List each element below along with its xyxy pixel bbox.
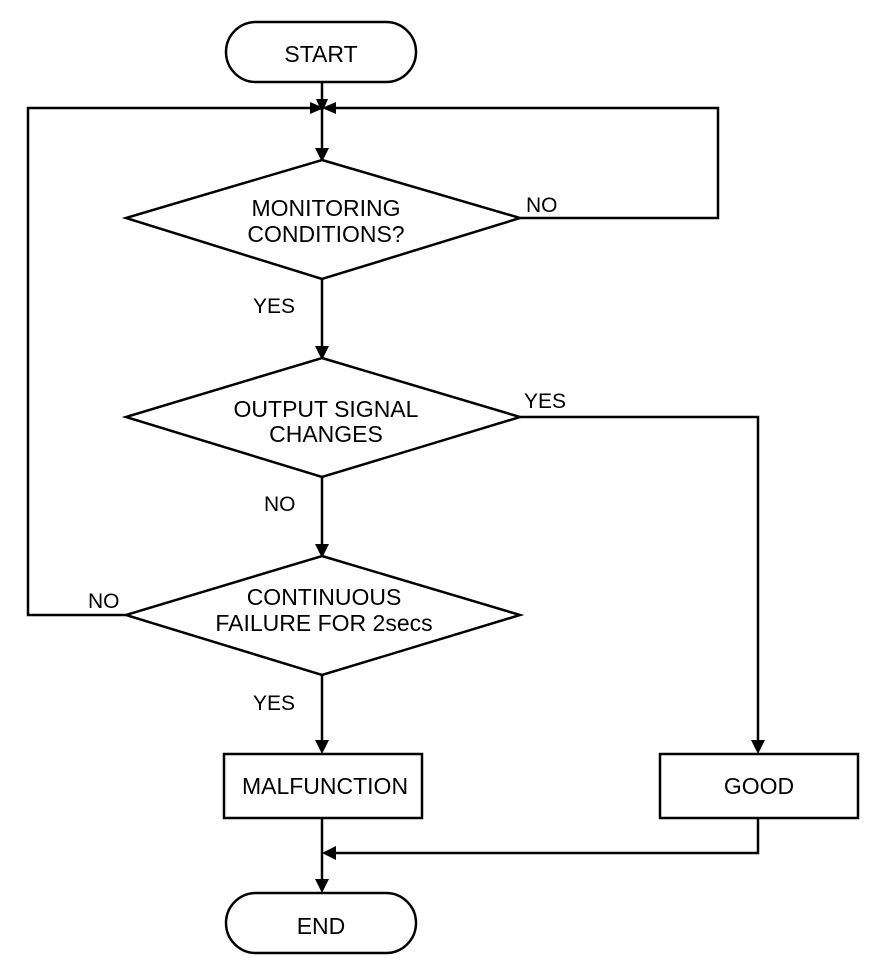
branch-labels: NO YES YES NO NO YES xyxy=(88,194,566,715)
decision-continuous-failure-line-2: FAILURE FOR 2secs xyxy=(215,610,432,636)
arrowhead-into-merge-from-left xyxy=(310,102,324,114)
good-box: GOOD xyxy=(658,752,860,820)
start-terminal: START xyxy=(224,20,418,84)
arrowhead-into-monitoring xyxy=(315,148,329,162)
connector-monitoring-no-loop xyxy=(336,106,720,220)
end-terminal: END xyxy=(224,891,418,955)
continuous-failure-no-label: NO xyxy=(88,590,120,613)
arrowhead-into-malfunction xyxy=(315,740,329,754)
arrowhead-into-continuous-failure xyxy=(315,544,329,558)
output-signal-yes-label: YES xyxy=(524,390,566,413)
good-label: GOOD xyxy=(724,773,794,799)
decision-continuous-failure-line-1: CONTINUOUS xyxy=(247,584,402,610)
decision-output-signal-line-2: CHANGES xyxy=(269,421,383,447)
output-signal-no-label: NO xyxy=(264,493,296,516)
arrowhead-into-merge-from-start xyxy=(316,99,328,113)
arrowhead-into-output-signal xyxy=(315,346,329,360)
arrowhead-into-good xyxy=(751,740,765,754)
connectors xyxy=(26,82,760,880)
decision-monitoring-conditions: MONITORING CONDITIONS? xyxy=(121,158,525,281)
decision-monitoring-line-2: CONDITIONS? xyxy=(247,221,404,247)
decision-output-signal-line-1: OUTPUT SIGNAL xyxy=(234,396,419,422)
arrowheads xyxy=(310,99,765,893)
monitoring-yes-label: YES xyxy=(253,295,295,318)
malfunction-box: MALFUNCTION xyxy=(222,752,424,820)
continuous-failure-yes-label: YES xyxy=(253,692,295,715)
arrowhead-into-junction-from-good xyxy=(322,846,336,860)
connector-good-to-end xyxy=(336,818,760,855)
arrowhead-into-end xyxy=(315,879,329,893)
decision-continuous-failure: CONTINUOUS FAILURE FOR 2secs xyxy=(121,554,525,677)
connector-output-signal-yes xyxy=(520,415,760,744)
end-label: END xyxy=(297,913,346,939)
malfunction-label: MALFUNCTION xyxy=(242,773,408,799)
monitoring-no-label: NO xyxy=(526,194,558,217)
start-label: START xyxy=(284,41,357,67)
arrowhead-into-merge-from-right xyxy=(322,102,336,114)
decision-output-signal-changes: OUTPUT SIGNAL CHANGES xyxy=(121,356,525,479)
connector-continuous-failure-no-loop xyxy=(26,106,310,617)
decision-monitoring-line-1: MONITORING xyxy=(251,195,400,221)
